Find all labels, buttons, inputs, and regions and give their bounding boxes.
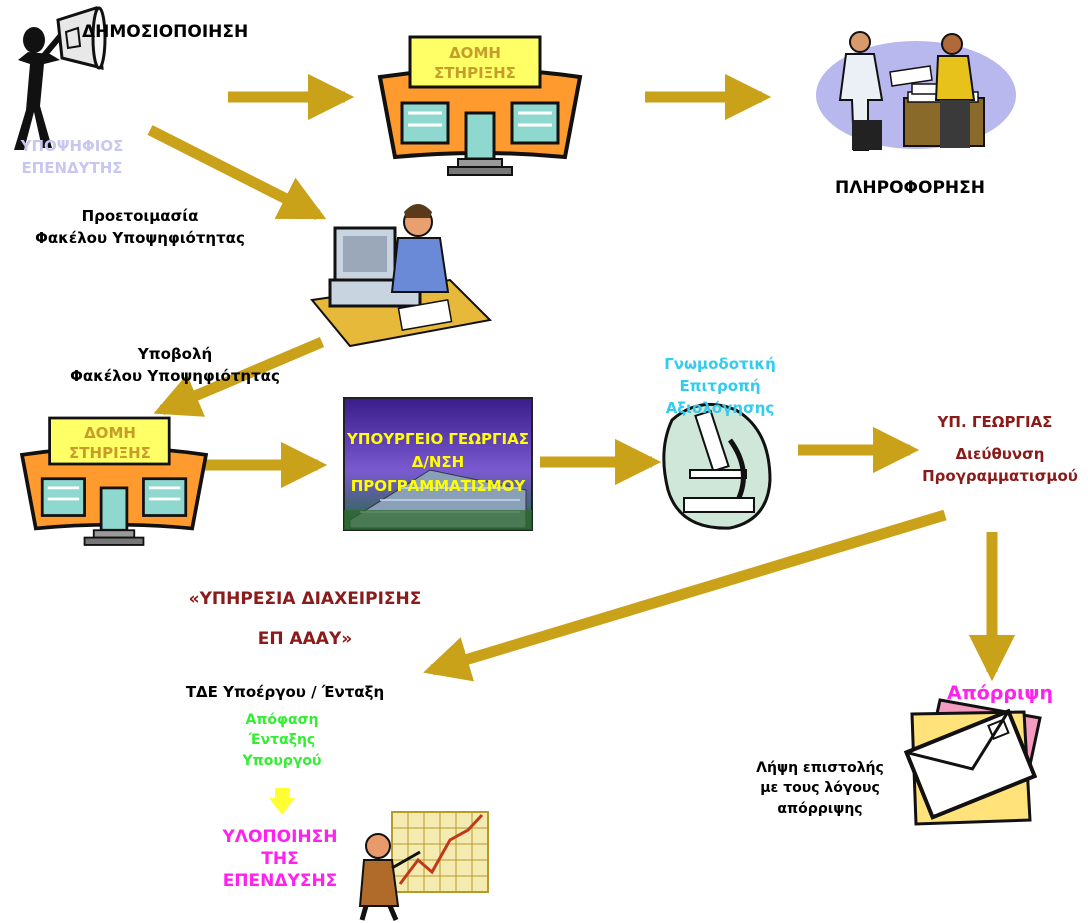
support-bottom-line1: ΔΟΜΗ — [84, 424, 136, 442]
evaluation-committee-label: Γνωμοδοτική Επιτροπή Αξιολόγησης — [640, 354, 800, 419]
flow-arrows — [147, 73, 1016, 682]
submission-line1: Υποβολή — [137, 345, 213, 363]
publicity-label: ΔΗΜΟΣΙΟΠΟΙΗΣΗ — [82, 22, 249, 42]
preparation-line1: Προετοιμασία — [81, 207, 199, 225]
ministry-line3: ΠΡΟΓΡΑΜΜΑΤΙΣΜΟΥ — [350, 476, 526, 495]
ministry-building-image — [343, 397, 533, 531]
ministry-line1: ΥΠΟΥΡΓΕΙΟ ΓΕΩΡΓΙΑΣ — [347, 430, 529, 448]
service-line1: «ΥΠΗΡΕΣΙΑ ΔΙΑΧΕΙΡΙΣΗΣ — [188, 589, 422, 609]
support-structure-bottom-icon — [19, 416, 209, 546]
ministry-label: ΥΠΟΥΡΓΕΙΟ ΓΕΩΡΓΙΑΣ Δ/ΝΣΗ ΠΡΟΓΡΑΜΜΑΤΙΣΜΟΥ — [318, 428, 558, 498]
letters-envelope-icon — [903, 698, 1042, 826]
committee-line2: Επιτροπή — [679, 376, 761, 395]
decision-line1: Απόφαση — [245, 712, 319, 728]
arrow-directorate-to-service — [423, 509, 947, 682]
letter-line3: απόρριψης — [777, 800, 863, 817]
information-exchange-icon — [816, 31, 1016, 151]
arrow-prep-to-support — [153, 336, 325, 417]
rejection-letter-label: Λήψη επιστολής με τους λόγους απόρριψης — [725, 758, 915, 819]
implementation-line2: ΤΗΣ — [261, 849, 299, 870]
office-worker-icon — [310, 204, 493, 348]
directorate-line2: Προγραμματισμού — [922, 466, 1078, 485]
support-structure-bottom-label: ΔΟΜΗ ΣΤΗΡΙΞΗΣ — [50, 424, 170, 463]
ministry-line2: Δ/ΝΣΗ — [411, 453, 465, 472]
service-line2: ΕΠ ΑΑΑΥ» — [257, 628, 353, 649]
microscope-icon — [662, 402, 772, 530]
candidate-investor-line2: ΕΠΕΝΔΥΤΗΣ — [21, 158, 123, 177]
letter-line1: Λήψη επιστολής — [756, 760, 884, 776]
candidate-investor-line1: ΥΠΟΨΗΦΙΟΣ — [20, 137, 124, 155]
megaphone-man-icon — [14, 6, 107, 150]
committee-line1: Γνωμοδοτική — [664, 355, 776, 373]
management-service-label: «ΥΠΗΡΕΣΙΑ ΔΙΑΧΕΙΡΙΣΗΣ ΕΠ ΑΑΑΥ» — [140, 580, 470, 660]
implementation-line1: ΥΛΟΠΟΙΗΣΗ — [222, 827, 338, 847]
candidate-investor-label: ΥΠΟΨΗΦΙΟΣ ΕΠΕΝΔΥΤΗΣ — [10, 136, 134, 180]
support-bottom-line2: ΣΤΗΡΙΞΗΣ — [69, 443, 151, 462]
support-top-line1: ΔΟΜΗ — [449, 44, 501, 62]
arrow-investor-to-prep — [147, 125, 327, 220]
letter-line2: με τους λόγους — [760, 780, 880, 797]
rejection-label: Απόρριψη — [946, 682, 1053, 704]
tde-inclusion-label: ΤΔΕ Υποέργου / Ένταξη — [185, 683, 385, 701]
arrow-decision-to-implementation — [269, 788, 295, 815]
ministry-agriculture-label: ΥΠ. ΓΕΩΡΓΙΑΣ — [937, 413, 1053, 431]
investment-implementation-label: ΥΛΟΠΟΙΗΣΗ ΤΗΣ ΕΠΕΝΔΥΣΗΣ — [200, 826, 360, 892]
directorate-line1: Διεύθυνση — [955, 445, 1045, 463]
programming-directorate-label: Διεύθυνση Προγραμματισμού — [920, 444, 1080, 488]
submission-label: Υποβολή Φακέλου Υποψηφιότητας — [60, 344, 290, 388]
preparation-line2: Φακέλου Υποψηφιότητας — [35, 228, 245, 247]
support-top-line2: ΣΤΗΡΙΞΗΣ — [434, 63, 516, 82]
support-structure-top-label: ΔΟΜΗ ΣΤΗΡΙΞΗΣ — [410, 44, 540, 83]
preparation-label: Προετοιμασία Φακέλου Υποψηφιότητας — [20, 206, 260, 250]
inclusion-decision-label: Απόφαση Ένταξης Υπουργού — [220, 710, 344, 771]
implementation-line3: ΕΠΕΝΔΥΣΗΣ — [222, 871, 338, 892]
committee-line3: Αξιολόγησης — [665, 398, 775, 417]
decision-line2: Ένταξης — [248, 732, 316, 749]
information-label: ΠΛΗΡΟΦΟΡΗΣΗ — [835, 178, 985, 198]
support-structure-top-icon — [377, 35, 583, 176]
decision-line3: Υπουργού — [242, 752, 322, 769]
growth-chart-man-icon — [358, 811, 489, 921]
submission-line2: Φακέλου Υποψηφιότητας — [70, 366, 280, 385]
